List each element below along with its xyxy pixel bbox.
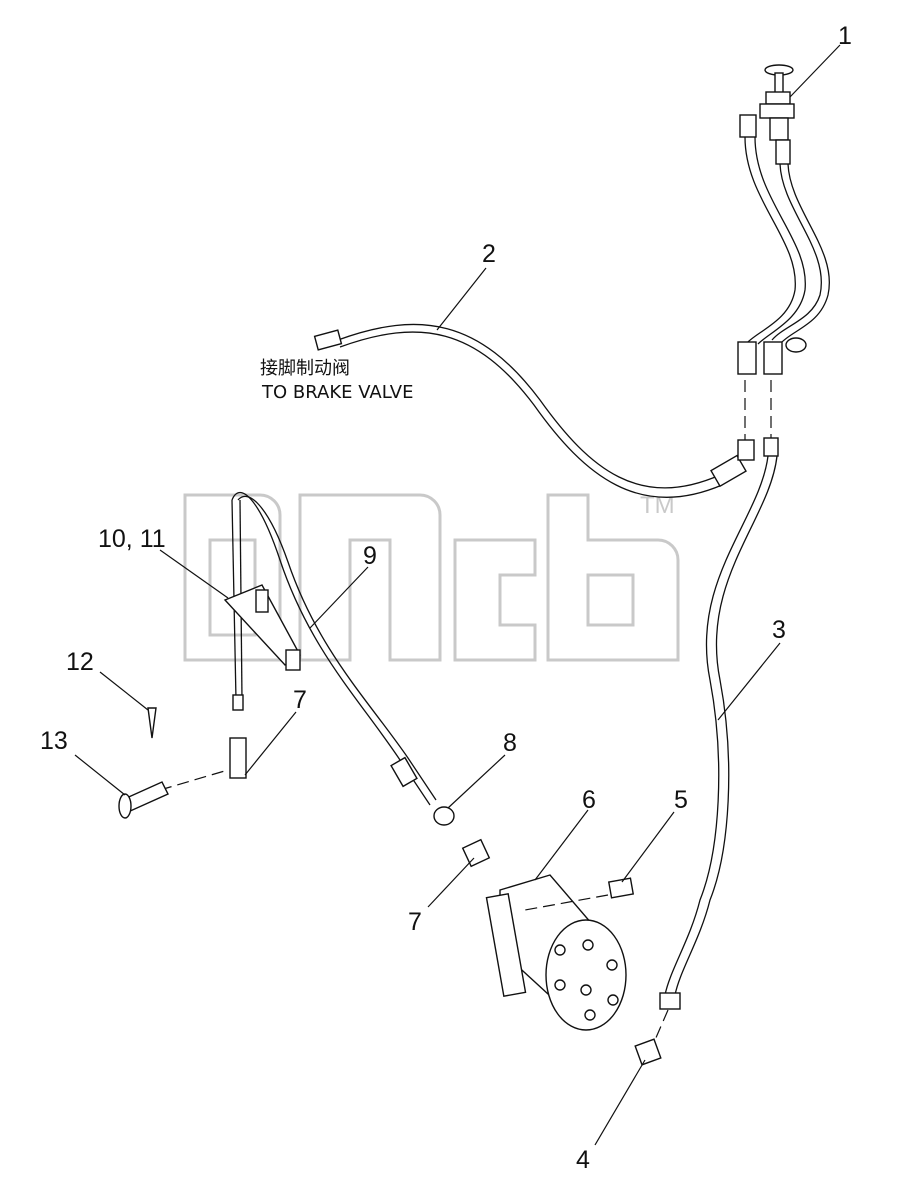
note-to-brake-valve: TO BRAKE VALVE [261,382,413,403]
callout-7-lower: 7 [408,908,422,936]
tee-fittings [737,437,779,461]
cable-9 [231,491,437,806]
callout-3: 3 [772,616,786,644]
valve-assembly-1 [737,64,830,375]
clevis-pin-13 [118,781,169,819]
nut-8 [433,806,455,826]
callout-2: 2 [482,240,496,268]
clevis-7-lower [461,838,491,868]
callout-6: 6 [582,786,596,814]
hose-3 [659,455,778,1010]
callout-1: 1 [838,22,852,50]
callout-10-11: 10, 11 [98,525,166,553]
bracket-10-11 [223,584,301,711]
bolt-5 [524,877,635,911]
callout-9: 9 [363,542,377,570]
callout-8: 8 [503,729,517,757]
dash-line-4 [654,1009,669,1041]
elbow-fitting-4 [634,1038,662,1066]
callout-12: 12 [66,648,94,676]
watermark-tm: TM [640,492,675,519]
brake-chamber-6 [485,874,627,1031]
watermark-logo: TM [183,492,680,662]
callout-13: 13 [40,727,68,755]
cotter-pin-12 [147,707,157,739]
leader-lines [74,44,841,1146]
dash-line-pin [159,769,229,791]
clevis-7-upper [229,737,247,779]
callout-7-upper: 7 [293,686,307,714]
hose-2 [313,323,747,499]
note-chinese: 接脚制动阀 [260,358,350,379]
callout-5: 5 [674,786,688,814]
callout-4: 4 [576,1146,590,1174]
